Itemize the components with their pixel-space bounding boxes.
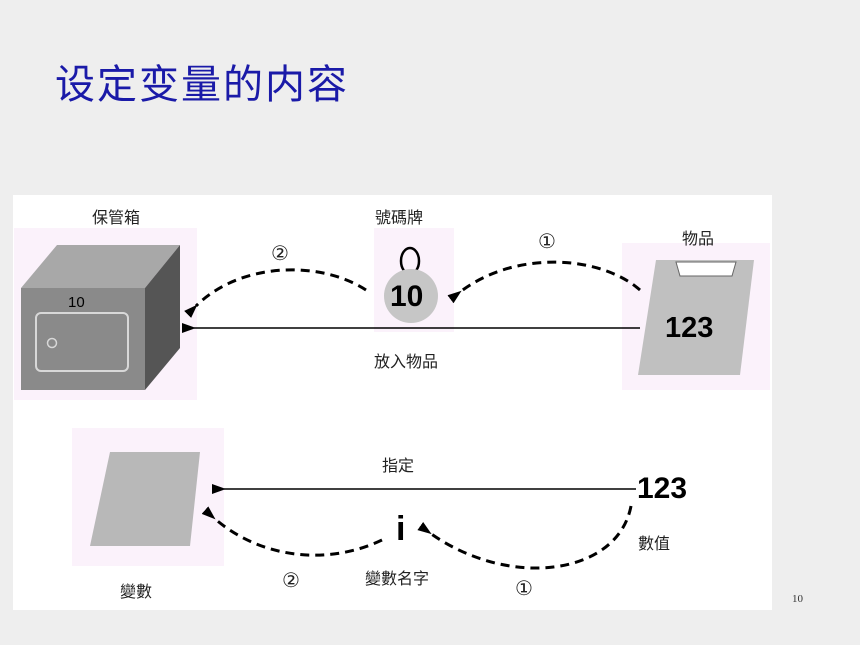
slide-title: 设定变量的内容: [55, 62, 349, 108]
put-item-label: 放入物品: [374, 352, 439, 371]
bottom-step-1-marker: ①: [515, 576, 533, 600]
number-value-label: 數值: [638, 534, 671, 553]
variable-box-icon: [90, 452, 200, 546]
number-value: 123: [637, 472, 688, 505]
variable-name-label: 變數名字: [365, 569, 430, 588]
top-step-1-marker: ①: [538, 229, 556, 253]
item-card-icon: [638, 260, 754, 375]
safe-box-icon: [21, 245, 180, 390]
number-tag-icon: [384, 246, 438, 323]
assign-label: 指定: [382, 456, 415, 475]
tag-label: 號碼牌: [375, 208, 424, 227]
tag-number: 10: [390, 280, 424, 313]
page-number: 10: [792, 593, 803, 605]
bottom-step-2-marker: ②: [282, 568, 300, 592]
top-step-2-arrow: [183, 268, 367, 319]
top-step-1-arrow: [447, 260, 641, 304]
item-label: 物品: [682, 229, 715, 248]
bottom-step-1-arrow: [417, 505, 633, 570]
variable-name: i: [396, 510, 406, 548]
top-step-2-marker: ②: [271, 241, 289, 265]
item-value: 123: [665, 312, 714, 344]
safe-box-label: 保管箱: [92, 208, 141, 227]
bottom-step-2-arrow: [201, 506, 383, 557]
safe-box-number: 10: [68, 294, 85, 311]
variable-label: 變數: [120, 582, 153, 601]
